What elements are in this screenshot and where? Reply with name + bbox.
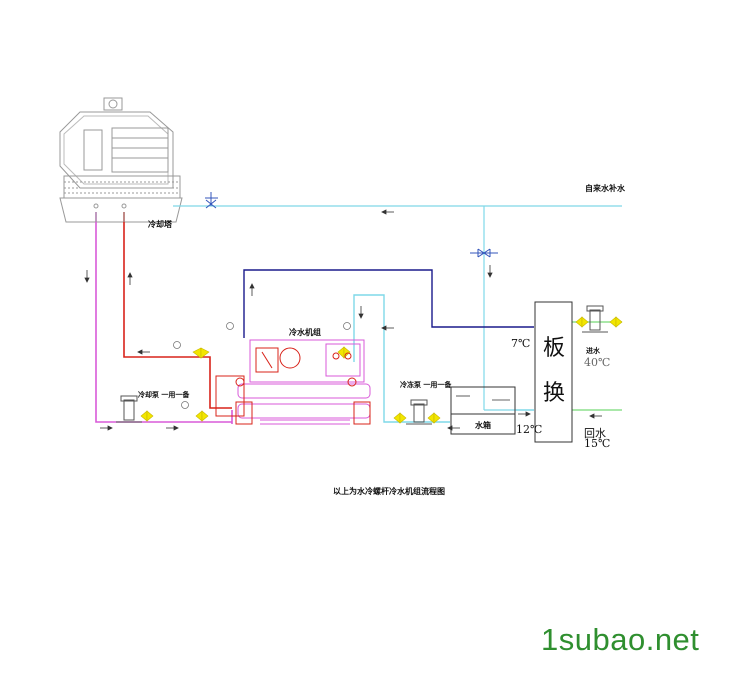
chilled-pump-label: 冷冻泵 一用一备 bbox=[400, 381, 452, 389]
chiller-label: 冷水机组 bbox=[289, 328, 321, 337]
chilled-supply-pipe bbox=[353, 294, 534, 423]
chilled-pump bbox=[406, 399, 432, 425]
plate-hx-label-1: 板 bbox=[543, 336, 566, 361]
cooling-return-pipe bbox=[123, 212, 232, 409]
water-tank bbox=[450, 386, 516, 435]
chilled-water-line bbox=[243, 269, 534, 338]
return-label: 回水 bbox=[584, 427, 606, 440]
make-up-valve bbox=[205, 192, 218, 209]
float-valve bbox=[470, 248, 498, 258]
cooling-pump bbox=[116, 395, 142, 423]
watermark: 1subao.net bbox=[541, 622, 700, 657]
return-temp-label: 15℃ bbox=[584, 437, 611, 450]
tap-water-label: 自来水补水 bbox=[585, 184, 625, 193]
cooling-tower bbox=[59, 97, 183, 223]
water-tank-label: 水箱 bbox=[475, 421, 491, 430]
flow-arrows bbox=[84, 209, 602, 431]
temp-12-label: 12℃ bbox=[516, 423, 543, 436]
chiller-unit bbox=[215, 339, 371, 425]
cooling-tower-label: 冷却塔 bbox=[148, 220, 172, 229]
valves bbox=[140, 316, 623, 424]
hx-pump bbox=[582, 305, 608, 333]
plate-heat-exchanger bbox=[534, 301, 573, 443]
inlet-temp-label: 40℃ bbox=[584, 356, 611, 369]
cooling-pump-label: 冷却泵 一用一备 bbox=[138, 391, 190, 399]
inlet-label: 进水 bbox=[586, 347, 600, 355]
temp-7-label: 7℃ bbox=[511, 337, 531, 350]
tap-water-line bbox=[173, 205, 622, 411]
diagram-caption: 以上为水冷螺杆冷水机组流程图 bbox=[333, 487, 445, 496]
pressure-gauges bbox=[173, 322, 351, 409]
tower-pipe-stubs bbox=[95, 212, 125, 222]
plate-hx-label-2: 换 bbox=[543, 381, 566, 406]
cooling-supply-pipe bbox=[95, 212, 233, 424]
